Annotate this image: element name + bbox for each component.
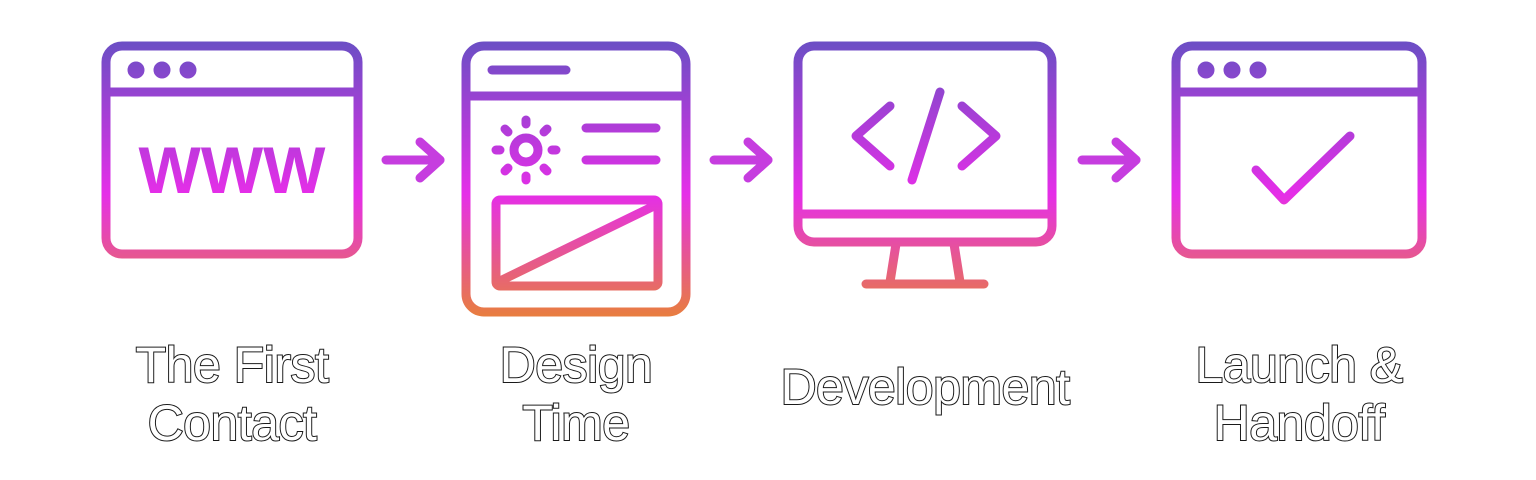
step-label-first-contact: The First Contact: [106, 336, 358, 452]
monitor-code-icon: [793, 41, 1057, 289]
step-label-line: Development: [779, 358, 1071, 416]
arrow-right-icon: [381, 137, 445, 183]
browser-www-icon: WWW: [101, 41, 363, 259]
step-label-launch-handoff: Launch & Handoff: [1160, 336, 1438, 452]
step-label-line: Handoff: [1213, 394, 1386, 452]
browser-check-icon: [1171, 41, 1427, 259]
design-layout-icon: [461, 41, 691, 317]
step-label-line: Design: [499, 336, 654, 394]
step-label-line: The First: [135, 336, 330, 394]
step-label-line: Time: [521, 394, 631, 452]
step-label-line: Contact: [147, 394, 318, 452]
arrow-right-icon: [709, 137, 773, 183]
arrow-right-icon: [1077, 137, 1141, 183]
step-label-line: Launch &: [1194, 336, 1404, 394]
step-label-development: Development: [748, 358, 1102, 416]
step-label-design-time: Design Time: [466, 336, 686, 452]
www-text: WWW: [139, 133, 327, 207]
